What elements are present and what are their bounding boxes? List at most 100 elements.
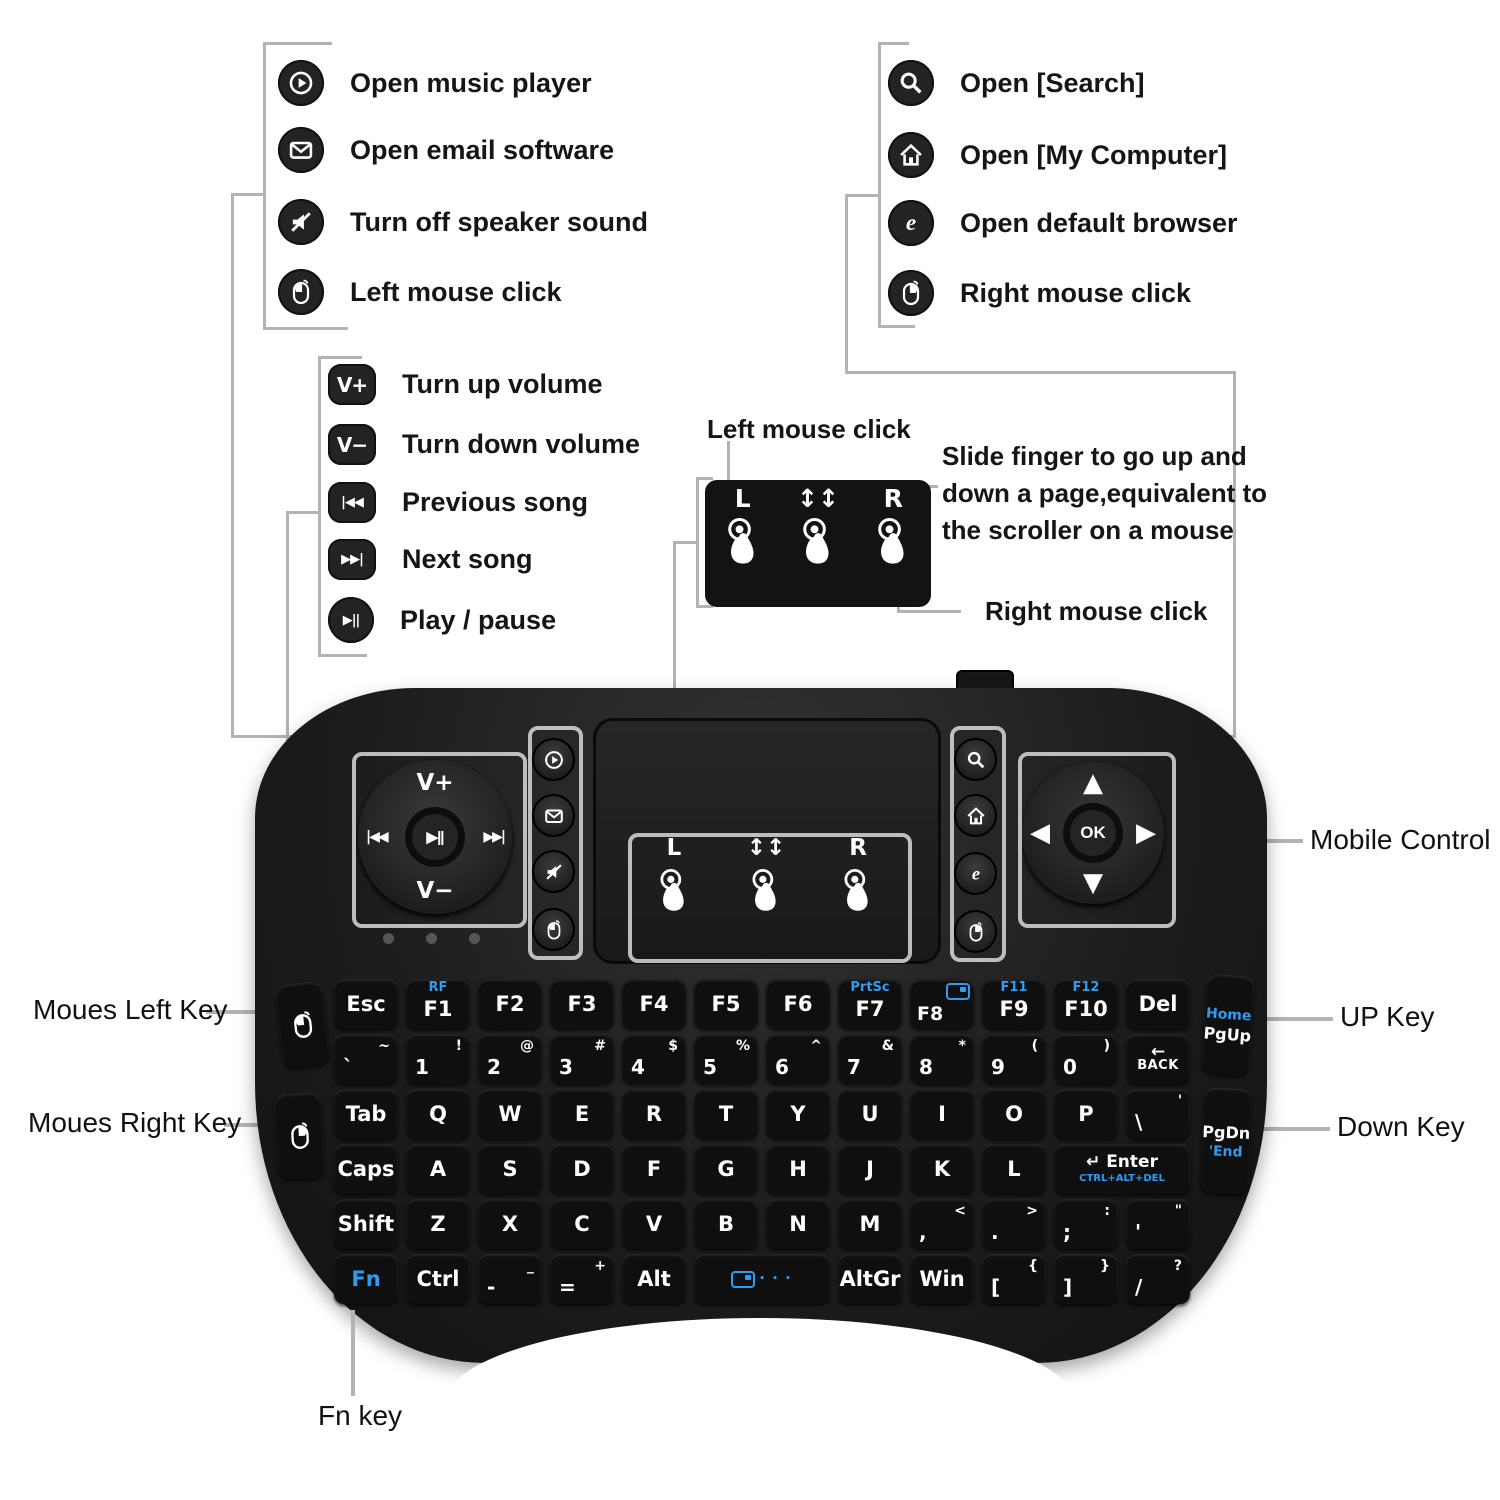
key-8[interactable]: 8* xyxy=(910,1034,974,1084)
key-f3[interactable]: F3 xyxy=(550,979,614,1029)
email-button[interactable] xyxy=(532,794,575,837)
key-2[interactable]: 2@ xyxy=(478,1034,542,1084)
volume-up-key[interactable]: V+ xyxy=(416,770,454,796)
key-l[interactable]: L xyxy=(982,1144,1046,1194)
key-5[interactable]: 5% xyxy=(694,1034,758,1084)
key--[interactable]: -_ xyxy=(478,1254,542,1304)
music-player-button[interactable] xyxy=(532,738,575,781)
ok-key[interactable]: OK xyxy=(1063,803,1123,863)
key-.[interactable]: .> xyxy=(982,1199,1046,1249)
key-\[interactable]: \' xyxy=(1126,1089,1190,1139)
key-`[interactable]: `~ xyxy=(334,1034,398,1084)
key-caps[interactable]: Caps xyxy=(334,1144,398,1194)
led-indicator xyxy=(469,933,480,944)
play-pause-key[interactable]: ▶|| xyxy=(405,807,465,867)
key-d[interactable]: D xyxy=(550,1144,614,1194)
key-6[interactable]: 6^ xyxy=(766,1034,830,1084)
key-win[interactable]: Win xyxy=(910,1254,974,1304)
mouse-right-key[interactable] xyxy=(273,1091,326,1181)
key-1[interactable]: 1! xyxy=(406,1034,470,1084)
search-button[interactable] xyxy=(954,738,997,781)
key-q[interactable]: Q xyxy=(406,1089,470,1139)
key-p[interactable]: P xyxy=(1054,1089,1118,1139)
key-g[interactable]: G xyxy=(694,1144,758,1194)
mute-speaker-button[interactable] xyxy=(532,850,575,893)
key-'[interactable]: '" xyxy=(1126,1199,1190,1249)
key-↵ enter[interactable]: ↵ EnterCTRL+ALT+DEL xyxy=(1054,1144,1190,1194)
key-m[interactable]: M xyxy=(838,1199,902,1249)
nav-left-key[interactable]: ◀ xyxy=(1030,818,1050,848)
key-=[interactable]: =+ xyxy=(550,1254,614,1304)
key-e[interactable]: E xyxy=(550,1089,614,1139)
key-k[interactable]: K xyxy=(910,1144,974,1194)
key-b[interactable]: B xyxy=(694,1199,758,1249)
volume-down-key[interactable]: V− xyxy=(416,878,454,904)
key-r[interactable]: R xyxy=(622,1089,686,1139)
key-h[interactable]: H xyxy=(766,1144,830,1194)
legend-label: Open email software xyxy=(350,134,615,165)
key-,[interactable]: ,< xyxy=(910,1199,974,1249)
touchpad[interactable] xyxy=(593,718,941,964)
key-esc[interactable]: Esc xyxy=(334,979,398,1029)
browser-e-button[interactable]: e xyxy=(954,852,997,895)
key-f8[interactable]: F8 xyxy=(910,979,974,1029)
legend-label: Turn down volume xyxy=(402,429,640,459)
key-u[interactable]: U xyxy=(838,1089,902,1139)
down-key-pgdn[interactable]: PgDn'End xyxy=(1200,1087,1252,1195)
key-fn[interactable]: Fn xyxy=(334,1254,398,1304)
connector-line xyxy=(696,605,713,608)
key-t[interactable]: T xyxy=(694,1089,758,1139)
key-n[interactable]: N xyxy=(766,1199,830,1249)
key-3[interactable]: 3# xyxy=(550,1034,614,1084)
key-ctrl[interactable]: Ctrl xyxy=(406,1254,470,1304)
key-][interactable]: ]} xyxy=(1054,1254,1118,1304)
key-9[interactable]: 9( xyxy=(982,1034,1046,1084)
key-y[interactable]: Y xyxy=(766,1089,830,1139)
key-f[interactable]: F xyxy=(622,1144,686,1194)
key-a[interactable]: A xyxy=(406,1144,470,1194)
key-x[interactable]: X xyxy=(478,1199,542,1249)
key-/[interactable]: /? xyxy=(1126,1254,1190,1304)
key-z[interactable]: Z xyxy=(406,1199,470,1249)
nav-down-key[interactable]: ▼ xyxy=(1083,868,1103,898)
key-j[interactable]: J xyxy=(838,1144,902,1194)
key-w[interactable]: W xyxy=(478,1089,542,1139)
key-[[interactable]: [{ xyxy=(982,1254,1046,1304)
key-f4[interactable]: F4 xyxy=(622,979,686,1029)
key-;[interactable]: ;: xyxy=(1054,1199,1118,1249)
nav-right-key[interactable]: ▶ xyxy=(1136,818,1156,848)
key-o[interactable]: O xyxy=(982,1089,1046,1139)
key-shift[interactable]: Shift xyxy=(334,1199,398,1249)
key-altgr[interactable]: AltGr xyxy=(838,1254,902,1304)
mouse-right-icon xyxy=(888,270,934,316)
key-back[interactable]: ←BACK xyxy=(1126,1034,1190,1084)
nav-up-key[interactable]: ▲ xyxy=(1083,768,1103,798)
home-button[interactable] xyxy=(954,794,997,837)
key-f6[interactable]: F6 xyxy=(766,979,830,1029)
key-i[interactable]: I xyxy=(910,1089,974,1139)
key-space[interactable]: • • • xyxy=(694,1254,830,1304)
key-c[interactable]: C xyxy=(550,1199,614,1249)
mouse-right-button[interactable] xyxy=(954,910,997,953)
key-7[interactable]: 7& xyxy=(838,1034,902,1084)
key-v[interactable]: V xyxy=(622,1199,686,1249)
key-0[interactable]: 0) xyxy=(1054,1034,1118,1084)
key-alt[interactable]: Alt xyxy=(622,1254,686,1304)
next-song-key[interactable]: ▶▶| xyxy=(483,829,506,845)
key-f2[interactable]: F2 xyxy=(478,979,542,1029)
key-s[interactable]: S xyxy=(478,1144,542,1194)
mouse-left-key[interactable] xyxy=(274,980,331,1070)
diagram-right-mouse-label: Right mouse click xyxy=(985,596,1208,626)
mouse-left-button[interactable] xyxy=(532,908,575,951)
key-4[interactable]: 4$ xyxy=(622,1034,686,1084)
previous-song-key[interactable]: |◀◀ xyxy=(366,829,389,845)
key-tab[interactable]: Tab xyxy=(334,1089,398,1139)
key-del[interactable]: Del xyxy=(1126,979,1190,1029)
key-f5[interactable]: F5 xyxy=(694,979,758,1029)
